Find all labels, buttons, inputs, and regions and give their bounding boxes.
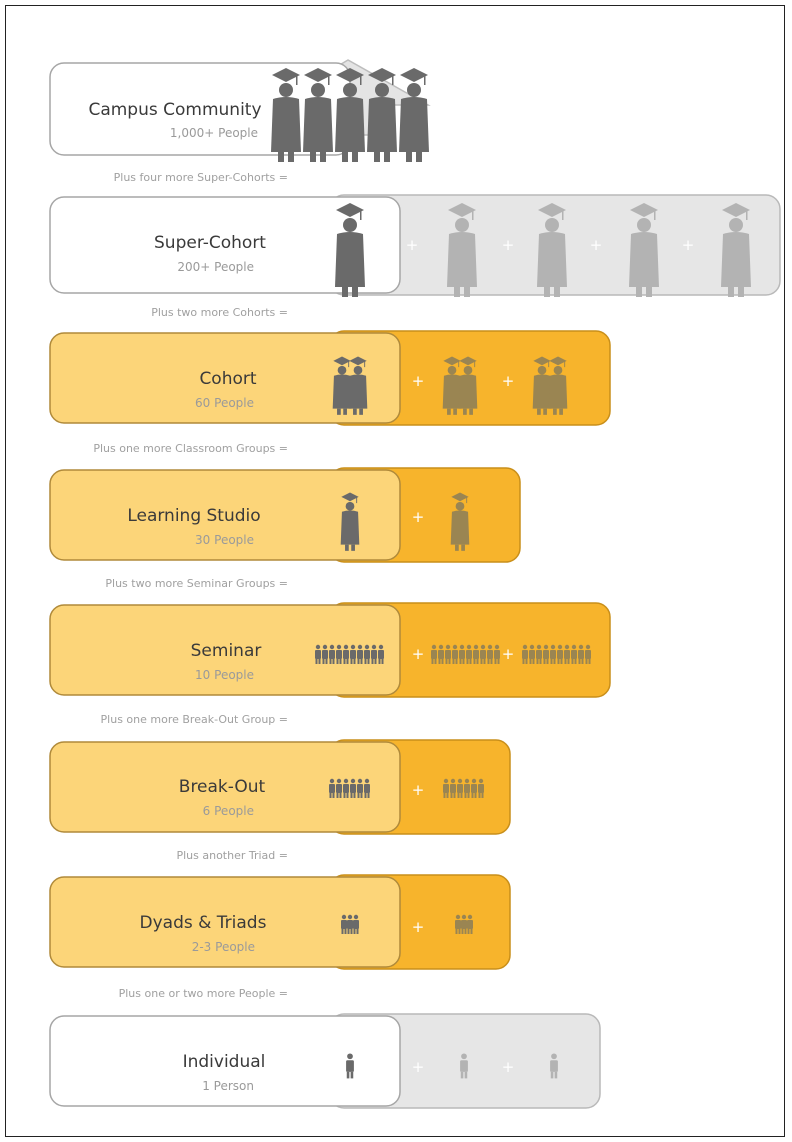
- plus-icon: +: [682, 236, 695, 254]
- level-boxes: [49, 62, 401, 1107]
- plus-icon: +: [406, 236, 419, 254]
- level-title: Learning Studio: [127, 506, 260, 526]
- connector-text: Plus another Triad =: [176, 849, 288, 862]
- plus-icon: +: [502, 372, 515, 390]
- level-count: 1 Person: [202, 1079, 254, 1093]
- level-count: 1,000+ People: [170, 126, 258, 140]
- level-title: Individual: [183, 1052, 266, 1072]
- connector-text: Plus two more Cohorts =: [151, 306, 288, 319]
- level-title: Break-Out: [179, 777, 266, 797]
- plus-icon: +: [412, 1058, 425, 1076]
- plus-icon: +: [412, 645, 425, 663]
- level-labels: Campus Community 1,000+ People Super-Coh…: [88, 100, 266, 1093]
- plus-signs: + + + + + + + + + + + + +: [406, 236, 695, 1076]
- connector-text: Plus four more Super-Cohorts =: [114, 171, 288, 184]
- graduate-icon: [399, 68, 429, 162]
- plus-icon: +: [590, 236, 603, 254]
- plus-icon: +: [412, 781, 425, 799]
- plus-icon: +: [412, 508, 425, 526]
- level-count: 2-3 People: [192, 940, 255, 954]
- plus-icon: +: [502, 1058, 515, 1076]
- plus-icon: +: [412, 372, 425, 390]
- level-title: Dyads & Triads: [140, 913, 267, 933]
- connector-text: Plus one or two more People =: [119, 987, 288, 1000]
- connector-labels: Plus four more Super-Cohorts = Plus two …: [93, 171, 288, 1000]
- connector-text: Plus one more Classroom Groups =: [93, 442, 288, 455]
- plus-icon: +: [502, 645, 515, 663]
- level-count: 10 People: [195, 668, 254, 682]
- level-title: Campus Community: [88, 100, 261, 120]
- plus-icon: +: [412, 918, 425, 936]
- level-count: 200+ People: [177, 260, 254, 274]
- level-title: Seminar: [191, 641, 262, 661]
- level-title: Cohort: [199, 369, 256, 389]
- level-title: Super-Cohort: [154, 233, 266, 253]
- plus-icon: +: [502, 236, 515, 254]
- level-count: 30 People: [195, 533, 254, 547]
- level-count: 6 People: [203, 804, 254, 818]
- level-count: 60 People: [195, 396, 254, 410]
- connector-text: Plus two more Seminar Groups =: [105, 577, 288, 590]
- page-frame: [5, 5, 785, 1137]
- connector-text: Plus one more Break-Out Group =: [101, 713, 288, 726]
